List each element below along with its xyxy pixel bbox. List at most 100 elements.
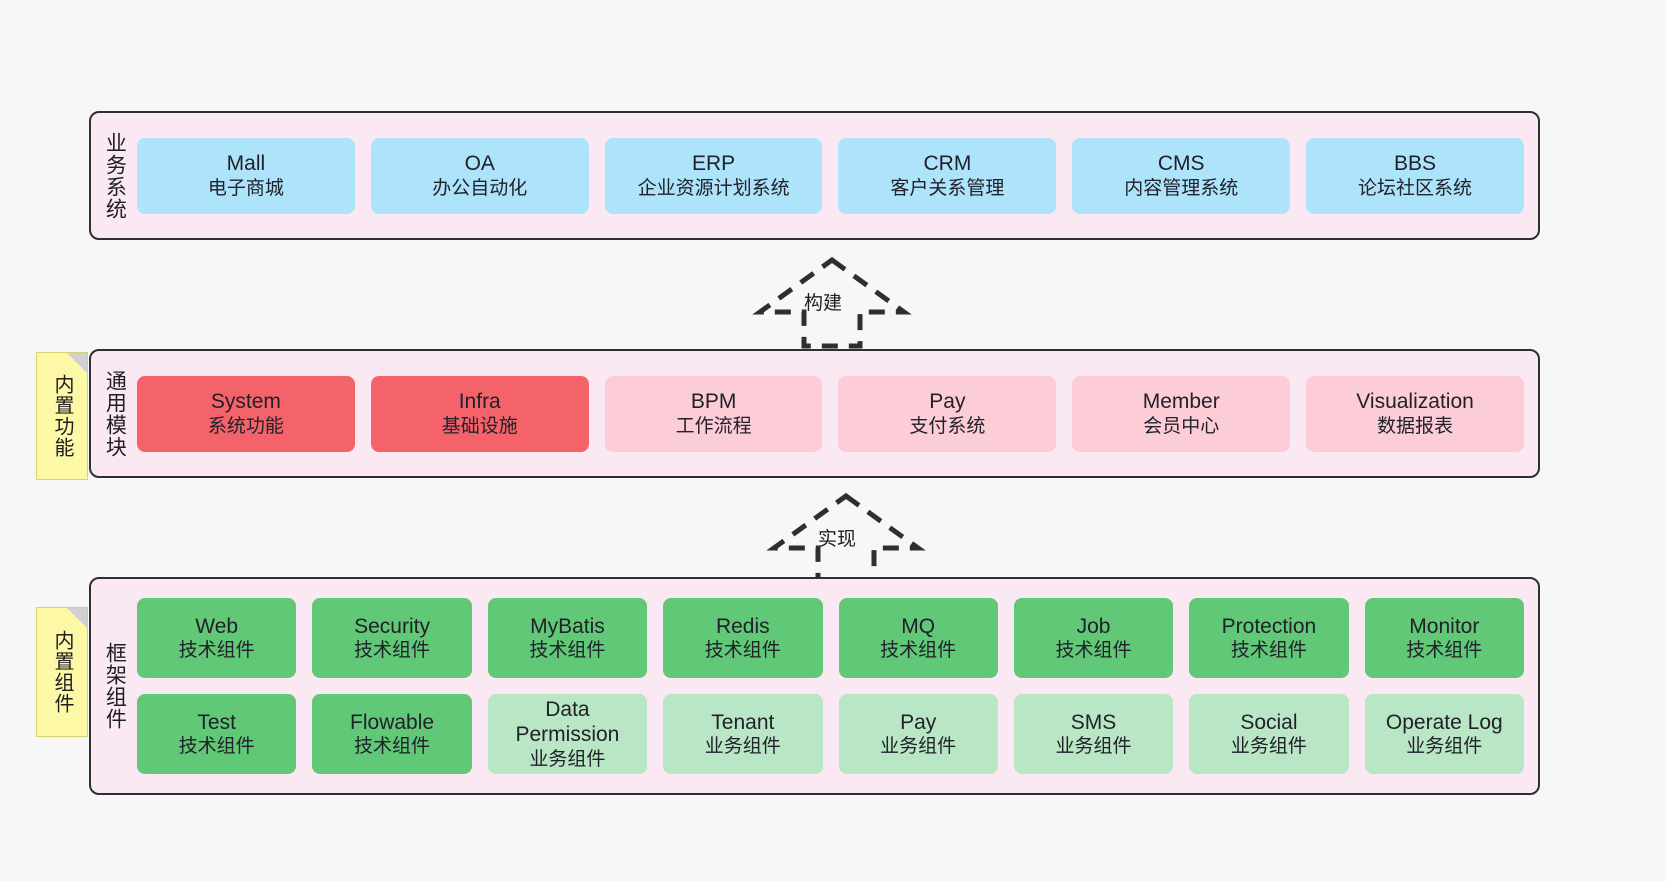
node-erp[interactable]: ERP 企业资源计划系统 <box>604 137 823 214</box>
node-name: Tenant <box>711 710 775 734</box>
node-name: Operate Log <box>1385 710 1503 734</box>
node-subtitle: 电子商城 <box>207 177 284 199</box>
node-flowable[interactable]: Flowable 技术组件 <box>312 694 472 774</box>
node-name: Data Permission <box>515 697 620 747</box>
node-security[interactable]: Security 技术组件 <box>312 598 472 678</box>
node-name: CRM <box>923 152 972 176</box>
note-builtin-function: 内置功能 <box>36 352 88 480</box>
note-builtin-component: 内置组件 <box>36 607 88 737</box>
layer-framework-component: 框架组件 Web 技术组件 Security 技术组件 MyBatis 技术组件… <box>89 577 1540 795</box>
node-name: Monitor <box>1409 614 1480 638</box>
node-social[interactable]: Social 业务组件 <box>1189 694 1349 774</box>
node-name: CMS <box>1157 152 1205 176</box>
node-subtitle: 系统功能 <box>207 415 284 437</box>
node-subtitle: 技术组件 <box>354 640 431 662</box>
node-subtitle: 办公自动化 <box>432 177 528 199</box>
node-bbs[interactable]: BBS 论坛社区系统 <box>1306 137 1524 214</box>
node-row: Mall 电子商城 OA 办公自动化 ERP 企业资源计划系统 CRM 客户关系… <box>137 137 1524 214</box>
node-cms[interactable]: CMS 内容管理系统 <box>1072 137 1291 214</box>
node-subtitle: 工作流程 <box>675 415 752 437</box>
layer-title-common-module: 通用模块 <box>103 369 127 458</box>
node-subtitle: 业务组件 <box>1055 736 1132 758</box>
node-name: Flowable <box>350 710 435 734</box>
node-monitor[interactable]: Monitor 技术组件 <box>1364 598 1524 678</box>
node-system[interactable]: System 系统功能 <box>137 375 355 452</box>
node-row: Test 技术组件 Flowable 技术组件 Data Permission … <box>137 694 1524 774</box>
node-row: Web 技术组件 Security 技术组件 MyBatis 技术组件 Redi… <box>137 598 1524 678</box>
node-subtitle: 业务组件 <box>529 749 606 771</box>
node-name: Pay <box>929 390 966 414</box>
node-name: Web <box>195 614 239 638</box>
layer-body-business-system: Mall 电子商城 OA 办公自动化 ERP 企业资源计划系统 CRM 客户关系… <box>137 113 1538 238</box>
node-subtitle: 技术组件 <box>1230 640 1307 662</box>
layer-title-business-system: 业务系统 <box>103 131 127 220</box>
node-subtitle: 业务组件 <box>1230 736 1307 758</box>
connector-build: 构建 <box>752 256 912 349</box>
node-subtitle: 技术组件 <box>704 640 781 662</box>
node-subtitle: 业务组件 <box>704 736 781 758</box>
node-subtitle: 论坛社区系统 <box>1358 177 1473 199</box>
node-oa[interactable]: OA 办公自动化 <box>370 137 589 214</box>
node-subtitle: 基础设施 <box>441 415 518 437</box>
node-name: Social <box>1240 710 1298 734</box>
node-test[interactable]: Test 技术组件 <box>137 694 297 774</box>
node-name: Visualization <box>1356 390 1474 414</box>
node-name: Redis <box>715 614 770 638</box>
node-subtitle: 技术组件 <box>880 640 957 662</box>
node-bpm[interactable]: BPM 工作流程 <box>604 375 823 452</box>
node-visualization[interactable]: Visualization 数据报表 <box>1306 375 1524 452</box>
node-name: OA <box>464 152 495 176</box>
node-data-permission[interactable]: Data Permission 业务组件 <box>487 694 648 774</box>
node-name: MyBatis <box>530 614 605 638</box>
node-crm[interactable]: CRM 客户关系管理 <box>838 137 1057 214</box>
node-subtitle: 会员中心 <box>1143 415 1220 437</box>
node-subtitle: 支付系统 <box>909 415 986 437</box>
node-name: System <box>210 390 281 414</box>
node-subtitle: 技术组件 <box>178 736 255 758</box>
node-subtitle: 内容管理系统 <box>1124 177 1239 199</box>
node-protection[interactable]: Protection 技术组件 <box>1189 598 1349 678</box>
layer-common-module: 通用模块 System 系统功能 Infra 基础设施 BPM 工作流程 Pay… <box>89 349 1540 478</box>
node-tenant[interactable]: Tenant 业务组件 <box>663 694 823 774</box>
note-label: 内置组件 <box>51 630 73 714</box>
node-subtitle: 技术组件 <box>178 640 255 662</box>
layer-body-common-module: System 系统功能 Infra 基础设施 BPM 工作流程 Pay 支付系统… <box>137 351 1538 476</box>
node-name: Member <box>1142 390 1220 414</box>
node-name: Security <box>354 614 430 638</box>
node-name: Protection <box>1221 614 1317 638</box>
node-subtitle: 数据报表 <box>1377 415 1454 437</box>
node-job[interactable]: Job 技术组件 <box>1013 598 1174 678</box>
node-pay-module[interactable]: Pay 支付系统 <box>838 375 1057 452</box>
node-subtitle: 技术组件 <box>354 736 431 758</box>
node-subtitle: 技术组件 <box>1055 640 1132 662</box>
node-web[interactable]: Web 技术组件 <box>137 598 297 678</box>
node-sms[interactable]: SMS 业务组件 <box>1013 694 1174 774</box>
node-name: SMS <box>1070 710 1117 734</box>
connector-label-implement: 实现 <box>818 529 857 550</box>
node-name: Job <box>1076 614 1111 638</box>
node-member[interactable]: Member 会员中心 <box>1072 375 1291 452</box>
layer-business-system: 业务系统 Mall 电子商城 OA 办公自动化 ERP 企业资源计划系统 CRM… <box>89 111 1540 240</box>
node-name: ERP <box>691 152 736 176</box>
node-subtitle: 技术组件 <box>1406 640 1483 662</box>
node-name: Test <box>197 710 236 734</box>
dashed-generalization-arrow-icon <box>752 256 912 349</box>
layer-title-framework-component: 框架组件 <box>103 642 127 730</box>
node-mall[interactable]: Mall 电子商城 <box>137 137 355 214</box>
node-infra[interactable]: Infra 基础设施 <box>370 375 589 452</box>
node-name: Infra <box>458 390 501 414</box>
node-name: BBS <box>1394 152 1437 176</box>
connector-implement: 实现 <box>766 492 926 585</box>
node-subtitle: 企业资源计划系统 <box>637 177 790 199</box>
node-subtitle: 客户关系管理 <box>890 177 1005 199</box>
node-pay-component[interactable]: Pay 业务组件 <box>838 694 998 774</box>
node-mq[interactable]: MQ 技术组件 <box>838 598 998 678</box>
node-redis[interactable]: Redis 技术组件 <box>663 598 823 678</box>
node-subtitle: 业务组件 <box>880 736 957 758</box>
node-name: BPM <box>690 390 737 414</box>
node-operate-log[interactable]: Operate Log 业务组件 <box>1364 694 1524 774</box>
node-subtitle: 业务组件 <box>1406 736 1483 758</box>
node-name: Pay <box>900 710 937 734</box>
node-name: Mall <box>226 152 266 176</box>
node-mybatis[interactable]: MyBatis 技术组件 <box>487 598 648 678</box>
